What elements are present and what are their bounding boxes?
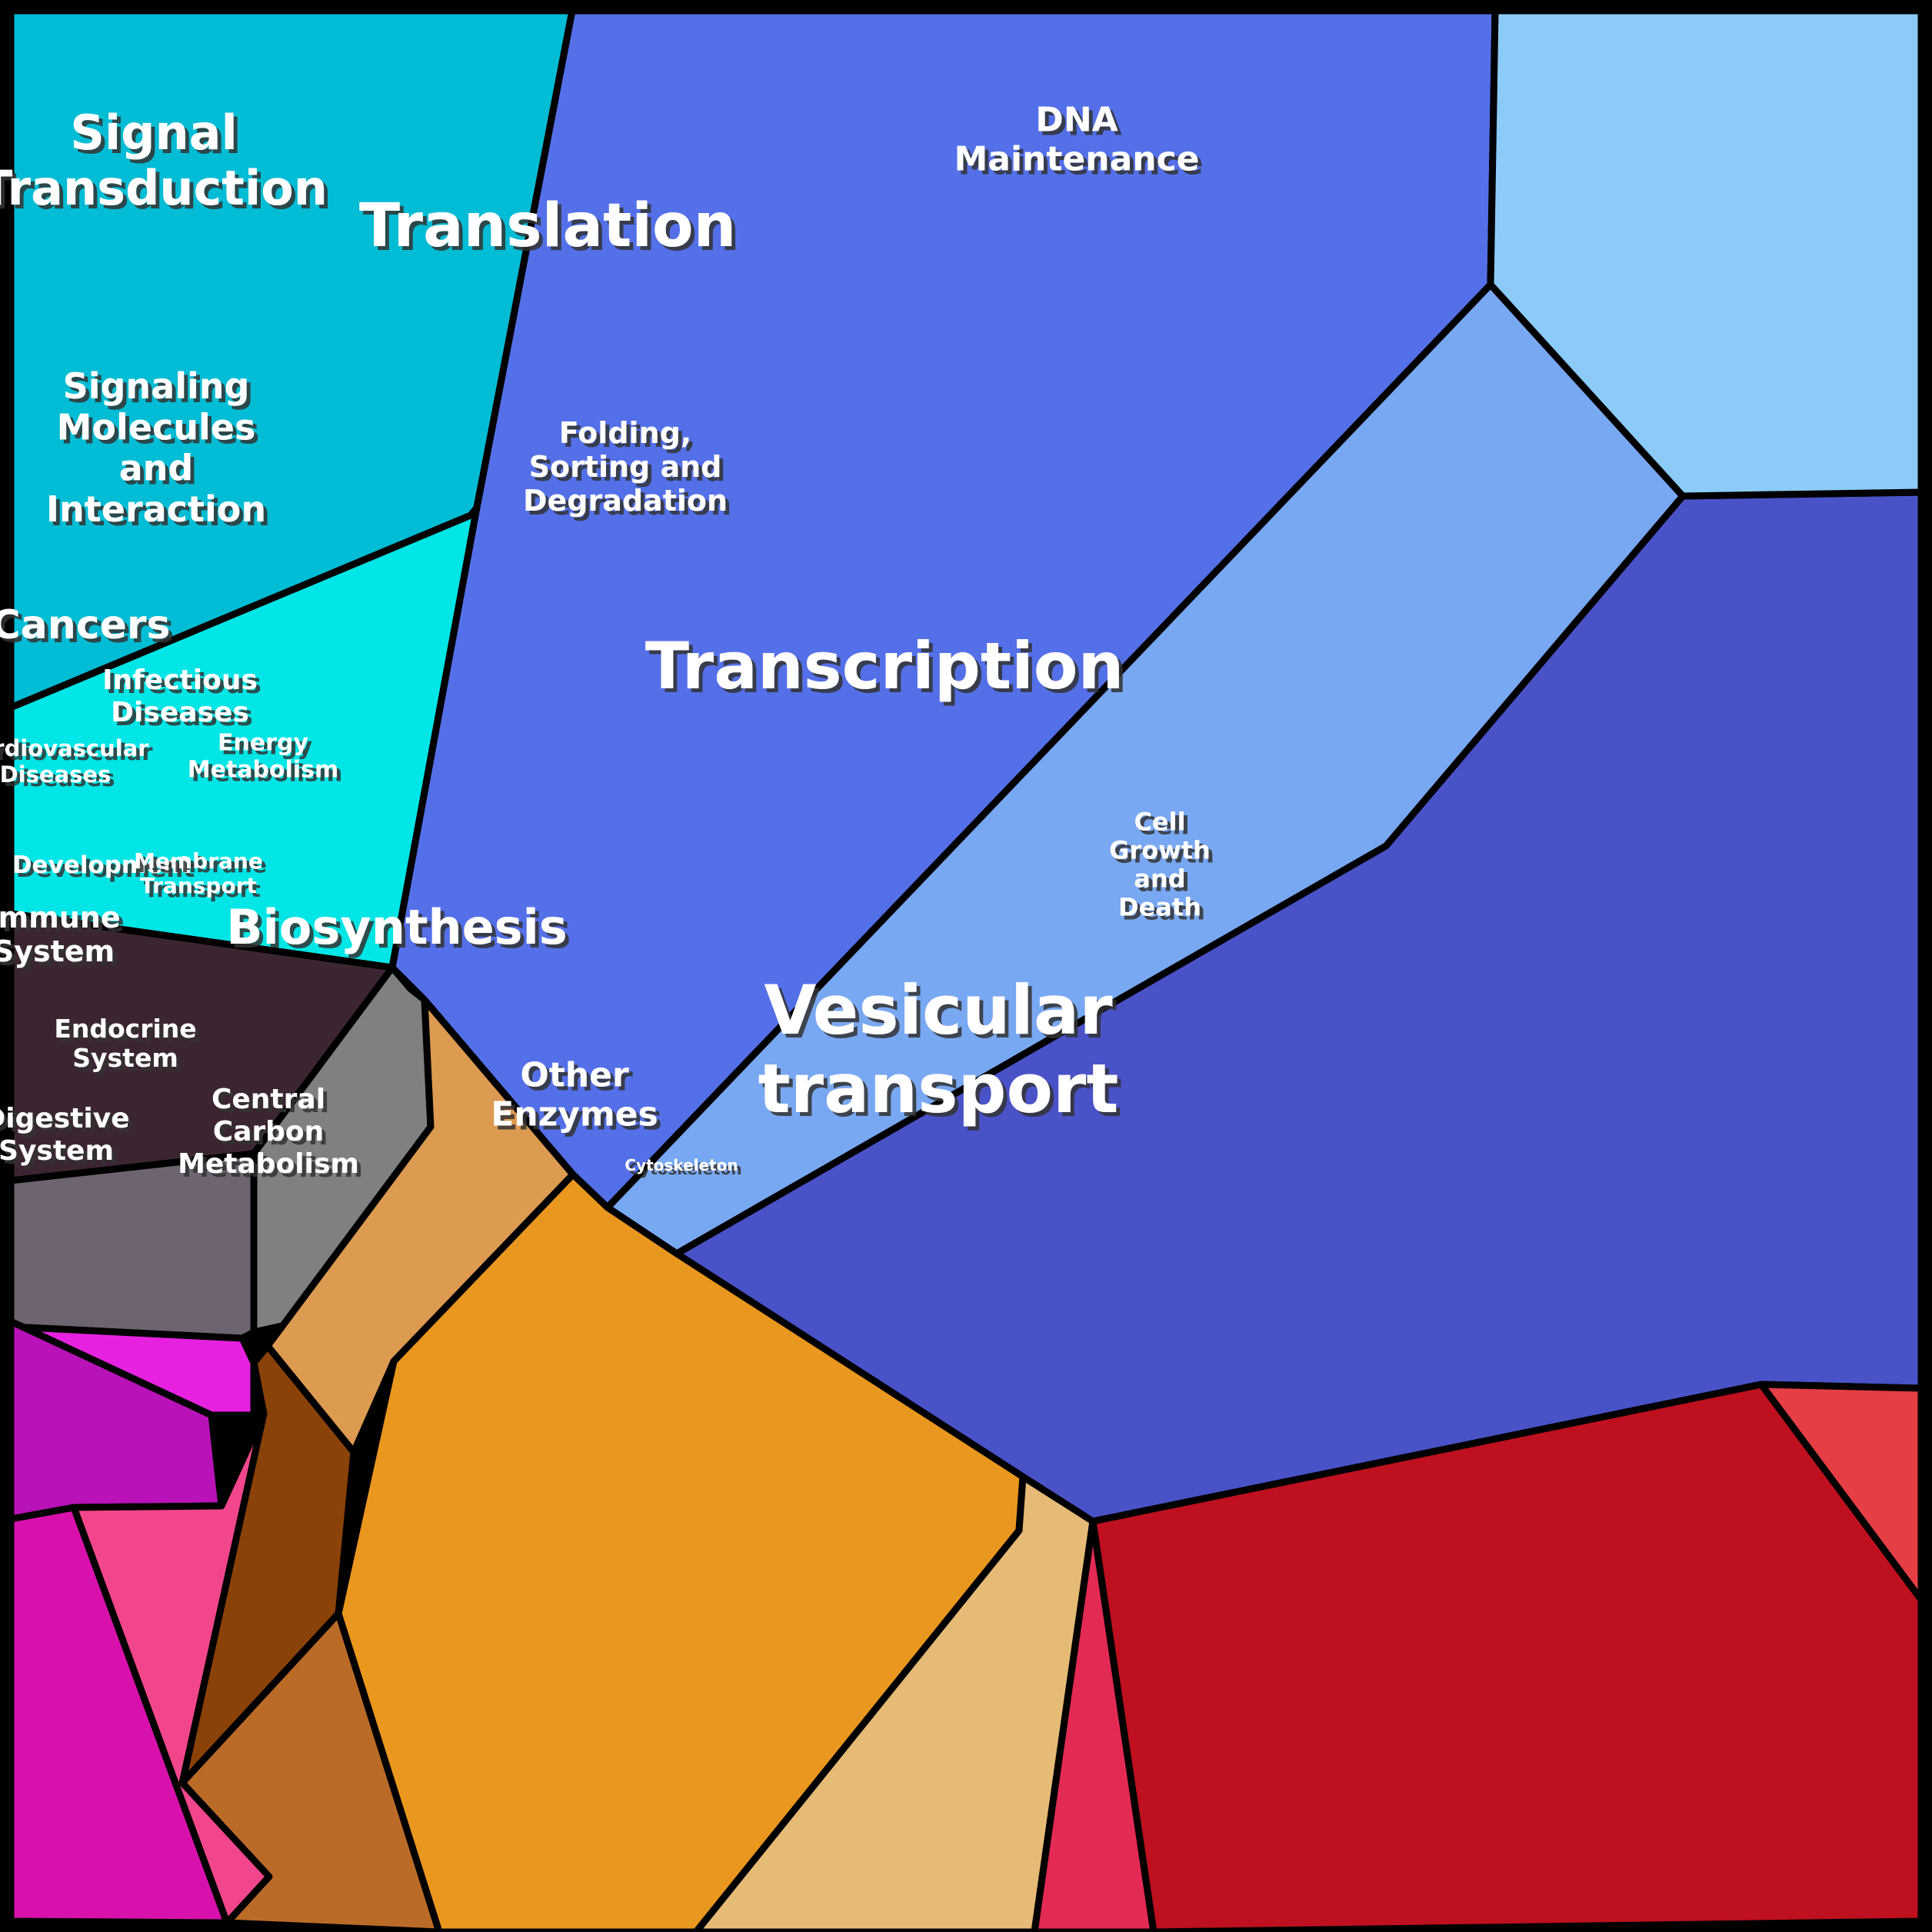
cell-label-line: Cytoskeleton xyxy=(625,1156,738,1174)
cell-label-transcription: Transcription xyxy=(645,628,1124,704)
cell-label-line: Folding, xyxy=(559,416,691,450)
cell-label-line: Cancers xyxy=(0,602,170,648)
cell-label-line: Vesicular xyxy=(764,971,1113,1050)
cell-label-cancers: Cancers xyxy=(0,602,170,648)
cell-label-line: Sorting and xyxy=(529,450,722,484)
cell-label-line: System xyxy=(72,1043,178,1073)
cell-label-line: Death xyxy=(1118,893,1201,922)
cell-label-line: Interaction xyxy=(46,488,266,530)
cell-label-digestive-system: DigestiveSystem xyxy=(0,1103,130,1167)
cell-label-line: Cardiovascular xyxy=(0,735,149,761)
cell-label-development: Development xyxy=(12,851,191,879)
cell-label-line: Diseases xyxy=(0,761,111,788)
cell-label-cardiovascular-diseases: CardiovascularDiseases xyxy=(0,735,149,788)
cell-label-line: Maintenance xyxy=(954,140,1199,179)
cell-label-line: Transduction xyxy=(0,160,328,216)
cell-label-line: and xyxy=(119,448,194,489)
cell-label-line: Signaling xyxy=(63,365,250,407)
cell-label-line: Molecules xyxy=(57,406,256,448)
cell-label-line: Central xyxy=(212,1084,325,1115)
cell-label-line: Digestive xyxy=(0,1103,130,1134)
cell-label-line: transport xyxy=(758,1049,1119,1128)
treemap-cell-cardiovascular-diseases[interactable] xyxy=(7,1150,258,1342)
cell-label-line: Energy xyxy=(218,730,308,757)
cell-label-line: Degradation xyxy=(523,484,728,518)
cell-label-line: Membrane xyxy=(134,848,263,874)
cell-label-line: Transport xyxy=(140,873,257,898)
cell-label-line: Biosynthesis xyxy=(226,899,567,955)
cell-label-line: System xyxy=(0,1135,114,1167)
cell-label-line: Endocrine xyxy=(54,1014,196,1044)
treemap-cells xyxy=(7,7,1925,1932)
cell-label-line: and xyxy=(1134,864,1185,894)
cell-label-line: Signal xyxy=(70,105,238,161)
cell-label-line: Other xyxy=(520,1055,629,1094)
cell-label-line: Metabolism xyxy=(188,756,339,783)
treemap-cell-dna-maintenance[interactable] xyxy=(1487,7,1925,500)
cell-label-cytoskeleton: Cytoskeleton xyxy=(625,1156,738,1174)
cell-label-line: Translation xyxy=(359,192,736,261)
cell-label-line: Development xyxy=(12,851,191,879)
cell-label-line: Diseases xyxy=(111,697,249,728)
cell-label-biosynthesis: Biosynthesis xyxy=(226,899,567,955)
cell-label-line: Enzymes xyxy=(491,1095,658,1134)
treemap-cell-cell-growth-and-death[interactable] xyxy=(1757,1381,1925,1604)
cell-label-line: DNA xyxy=(1035,100,1118,139)
cell-label-line: Growth xyxy=(1109,835,1211,864)
treemap-cell-central-carbon-metabolism[interactable] xyxy=(178,1610,443,1932)
cell-label-line: Cell xyxy=(1134,807,1185,836)
cell-label-line: System xyxy=(0,934,115,968)
cell-label-line: Carbon xyxy=(213,1116,325,1148)
cell-label-line: Infectious xyxy=(102,665,258,696)
treemap-cell-vesicular-transport[interactable] xyxy=(1089,1381,1925,1932)
cell-label-line: Immune xyxy=(0,901,121,934)
cell-label-line: Transcription xyxy=(645,628,1124,704)
cell-label-line: Metabolism xyxy=(178,1148,359,1180)
cell-label-translation: Translation xyxy=(359,192,736,261)
